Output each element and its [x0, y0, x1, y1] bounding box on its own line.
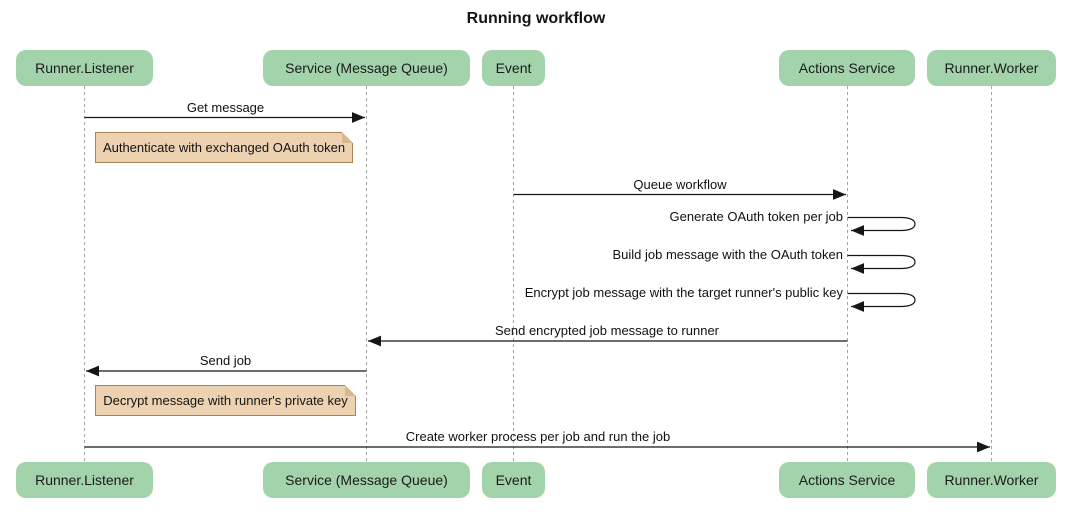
- message-label-send-job: Send job: [199, 353, 252, 368]
- note-decrypt-private-key: Decrypt message with runner's private ke…: [95, 385, 356, 416]
- note-text: Decrypt message with runner's private ke…: [103, 393, 348, 408]
- actor-service-message-queue-top: Service (Message Queue): [263, 50, 470, 86]
- actor-label: Service (Message Queue): [285, 60, 448, 76]
- message-label-send-encrypted-message: Send encrypted job message to runner: [494, 323, 720, 338]
- actor-label: Service (Message Queue): [285, 472, 448, 488]
- actor-runner-listener-top: Runner.Listener: [16, 50, 153, 86]
- actor-actions-service-top: Actions Service: [779, 50, 915, 86]
- message-label-encrypt-job-message: Encrypt job message with the target runn…: [524, 285, 843, 300]
- actor-service-message-queue-bottom: Service (Message Queue): [263, 462, 470, 498]
- message-label-create-worker-process: Create worker process per job and run th…: [405, 429, 671, 444]
- arrow-self-encrypt-job-message: [847, 292, 916, 312]
- arrow-self-generate-oauth-token: [847, 216, 916, 236]
- note-text: Authenticate with exchanged OAuth token: [102, 140, 346, 155]
- diagram-title: Running workflow: [466, 10, 606, 27]
- note-fold-corner-icon: [345, 385, 356, 396]
- note-fold-corner-icon: [342, 132, 353, 143]
- actor-event-top: Event: [482, 50, 545, 86]
- message-label-generate-oauth-token: Generate OAuth token per job: [669, 209, 843, 224]
- actor-runner-worker-bottom: Runner.Worker: [927, 462, 1056, 498]
- message-label-queue-workflow: Queue workflow: [633, 177, 727, 192]
- message-label-get-message: Get message: [186, 100, 265, 115]
- actor-label: Event: [495, 60, 532, 76]
- actor-label: Event: [495, 472, 532, 488]
- actor-runner-listener-bottom: Runner.Listener: [16, 462, 153, 498]
- actor-label: Runner.Listener: [35, 60, 134, 76]
- actor-label: Actions Service: [798, 60, 896, 76]
- note-authenticate-oauth: Authenticate with exchanged OAuth token: [95, 132, 353, 163]
- actor-label: Runner.Listener: [35, 472, 134, 488]
- actor-label: Runner.Worker: [944, 472, 1039, 488]
- actor-label: Runner.Worker: [944, 60, 1039, 76]
- message-label-build-job-message: Build job message with the OAuth token: [612, 247, 843, 262]
- actor-event-bottom: Event: [482, 462, 545, 498]
- actor-actions-service-bottom: Actions Service: [779, 462, 915, 498]
- actor-runner-worker-top: Runner.Worker: [927, 50, 1056, 86]
- arrow-self-build-job-message: [847, 254, 916, 274]
- actor-label: Actions Service: [798, 472, 896, 488]
